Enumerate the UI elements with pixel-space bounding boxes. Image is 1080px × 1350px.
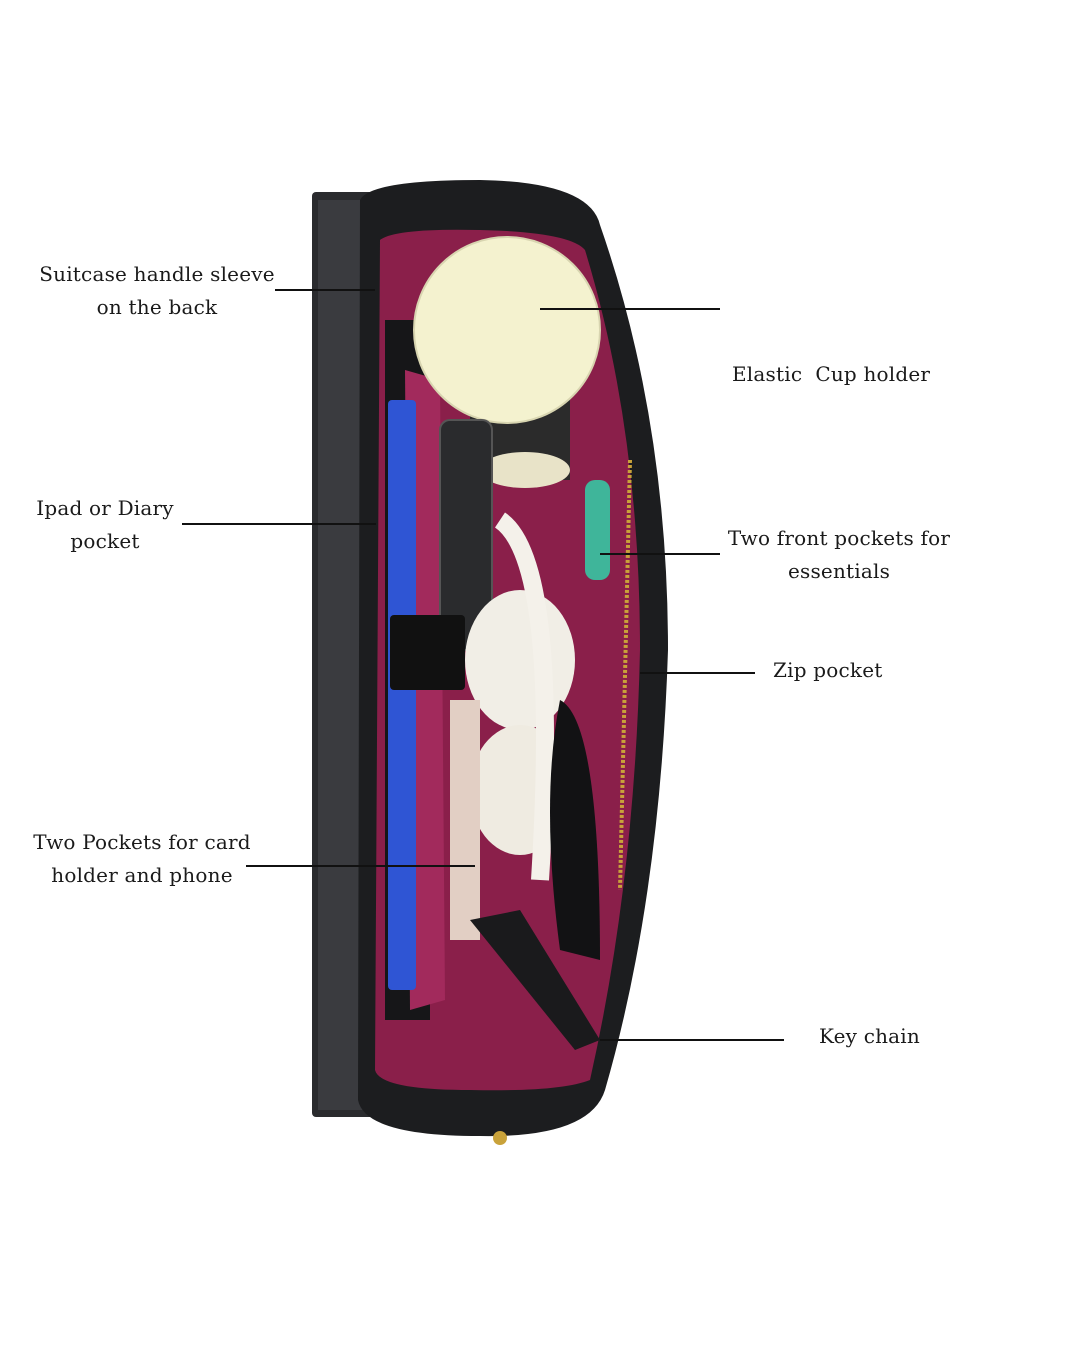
label-key-chain: Key chain: [819, 1020, 920, 1053]
leader-line-ipad: [182, 523, 376, 525]
label-line: Two Pockets for card: [33, 830, 251, 854]
leader-line-keychain: [600, 1039, 784, 1041]
label-line: on the back: [96, 295, 218, 319]
label-line: essentials: [787, 559, 891, 583]
label-card-pockets: Two Pockets for card holder and phone: [33, 826, 251, 892]
ipad: [388, 400, 416, 990]
label-line: Two front pockets for: [727, 526, 951, 550]
leader-line-front-pockets: [600, 553, 720, 555]
label-line: Ipad or Diary: [36, 496, 174, 520]
label-line: holder and phone: [51, 863, 233, 887]
label-suitcase-sleeve: Suitcase handle sleeve on the back: [39, 258, 275, 324]
label-line: Suitcase handle sleeve: [39, 262, 275, 286]
label-line: Elastic Cup holder: [732, 362, 931, 386]
label-ipad-pocket: Ipad or Diary pocket: [36, 492, 174, 558]
cup-lid: [413, 236, 601, 424]
leader-line-zip: [640, 672, 755, 674]
leader-line-card: [246, 865, 475, 867]
label-cup-holder: Elastic Cup holder: [732, 292, 930, 457]
leader-line-cup: [540, 308, 720, 310]
leader-line-suitcase: [275, 289, 375, 291]
zipper: [618, 459, 632, 891]
label-zip-pocket: Zip pocket: [773, 654, 883, 687]
label-front-pockets: Two front pockets for essentials: [728, 522, 950, 588]
label-line: Zip pocket: [773, 658, 883, 682]
label-line: Key chain: [819, 1024, 920, 1048]
label-line: pocket: [70, 529, 140, 553]
